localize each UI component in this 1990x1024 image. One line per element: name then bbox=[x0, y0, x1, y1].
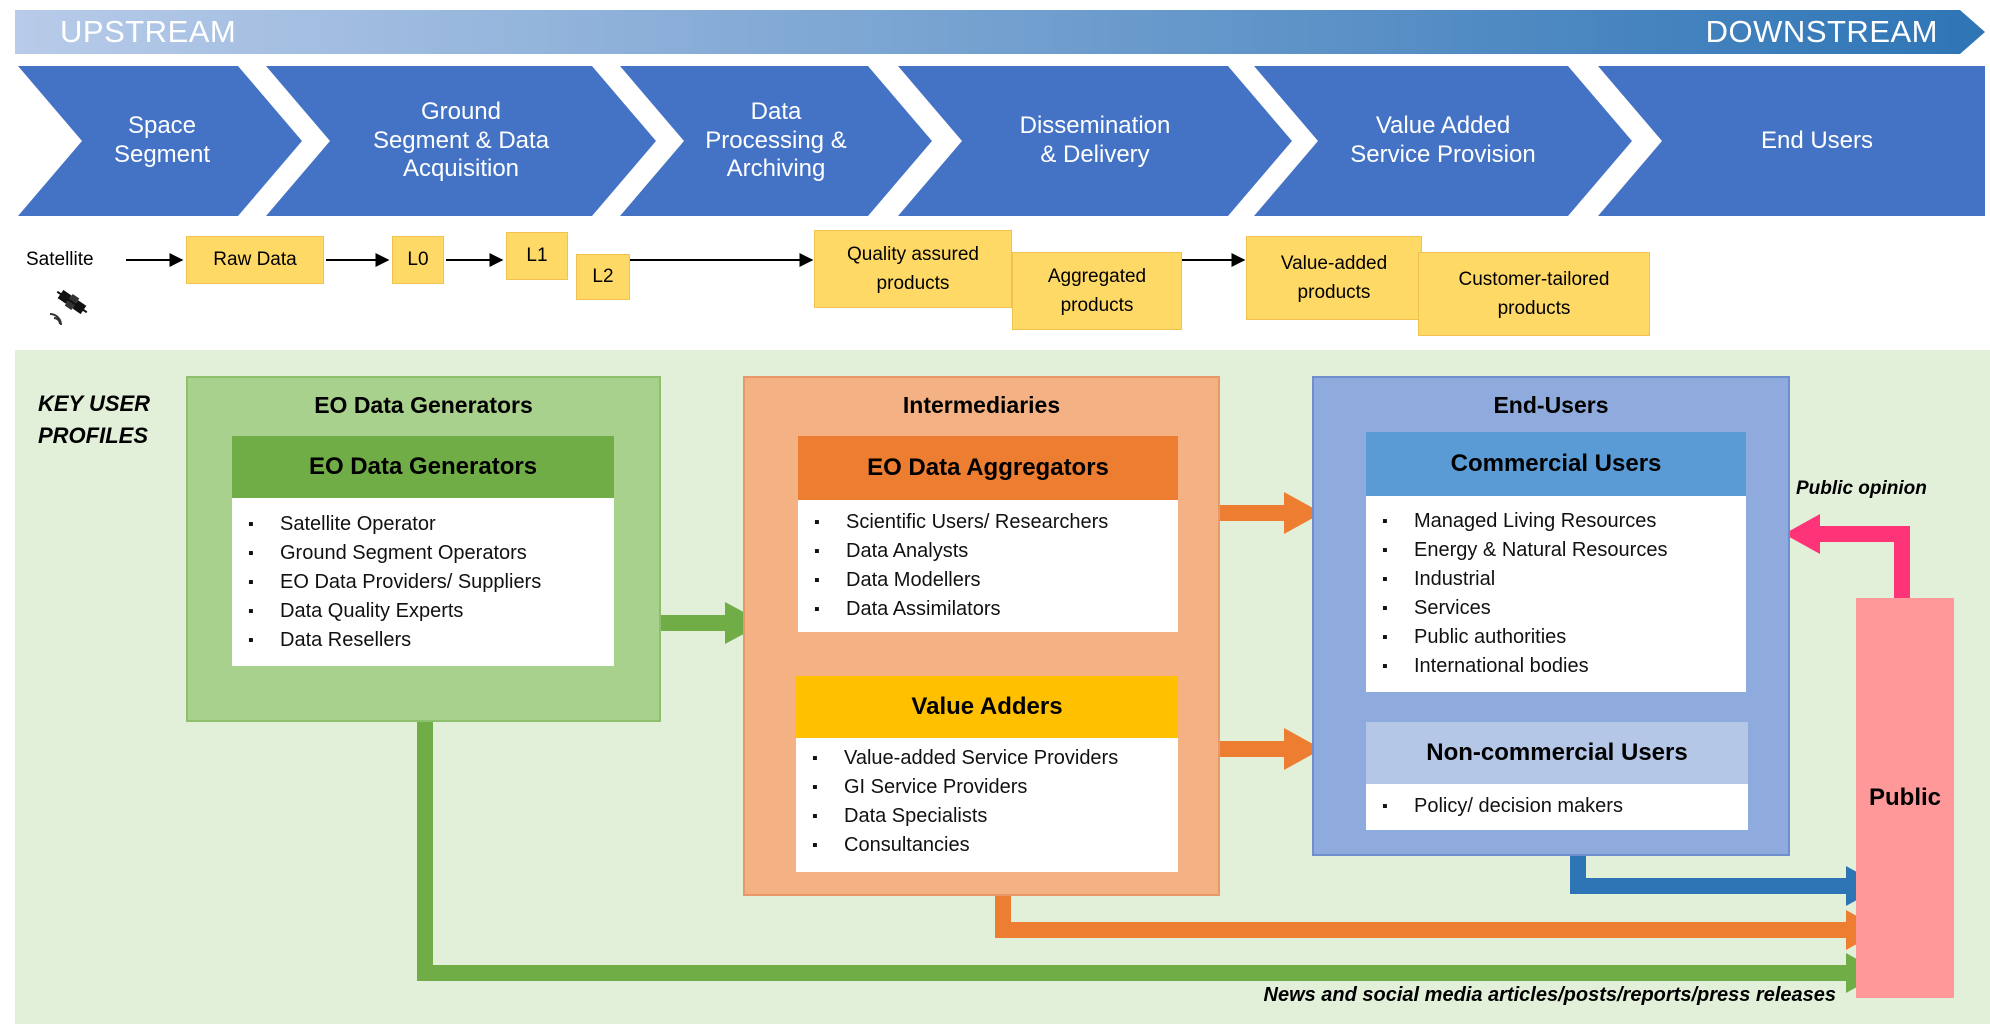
news-caption: News and social media articles/posts/rep… bbox=[1263, 984, 1837, 1006]
list-item: Managed Living Resources bbox=[1366, 507, 1746, 536]
list-item: Energy & Natural Resources bbox=[1366, 536, 1746, 565]
value-added-products-box: Value-added products bbox=[1246, 236, 1422, 320]
stage-data-processing: Data Processing & Archiving bbox=[705, 97, 847, 183]
list-item: Value-added Service Providers bbox=[796, 744, 1178, 773]
chevron-data-processing bbox=[620, 66, 932, 216]
end-users-title: End-Users bbox=[1493, 391, 1609, 418]
list-item: Data Specialists bbox=[796, 802, 1178, 831]
intermediaries-title: Intermediaries bbox=[902, 391, 1061, 418]
satellite-label: Satellite bbox=[26, 248, 94, 270]
list-item: Services bbox=[1366, 594, 1746, 623]
commercial-users-header: Commercial Users bbox=[1366, 432, 1746, 496]
list-item: Satellite Operator bbox=[232, 510, 614, 539]
stage-value-added: Value Added Service Provision bbox=[1350, 112, 1536, 168]
public-box: Public bbox=[1856, 598, 1954, 998]
list-item: Ground Segment Operators bbox=[232, 539, 614, 568]
list-item: GI Service Providers bbox=[796, 773, 1178, 802]
satellite-icon bbox=[56, 289, 88, 315]
key-user-profiles-label: KEY USER PROFILES bbox=[38, 391, 151, 448]
aggregators-list: Scientific Users/ Researchers Data Analy… bbox=[798, 508, 1178, 624]
l0-box: L0 bbox=[392, 236, 444, 284]
non-commercial-users-header: Non-commercial Users bbox=[1366, 722, 1748, 784]
list-item: Data Analysts bbox=[798, 537, 1178, 566]
list-item: Data Quality Experts bbox=[232, 597, 614, 626]
stage-end-users: End Users bbox=[1760, 126, 1874, 154]
upstream-label: UPSTREAM bbox=[60, 14, 237, 50]
list-item: International bodies bbox=[1366, 652, 1746, 681]
chevron-value-added bbox=[1254, 66, 1632, 216]
stage-ground-segment: Ground Segment & Data Acquisition bbox=[372, 97, 550, 183]
non-commercial-users-list: Policy/ decision makers bbox=[1366, 792, 1748, 821]
chevron-end-users bbox=[1598, 66, 1985, 216]
list-item: EO Data Providers/ Suppliers bbox=[232, 568, 614, 597]
eo-data-aggregators-header: EO Data Aggregators bbox=[798, 436, 1178, 500]
l1-box: L1 bbox=[506, 232, 568, 280]
list-item: Consultancies bbox=[796, 831, 1178, 860]
list-item: Data Resellers bbox=[232, 626, 614, 655]
generators-inner-header: EO Data Generators bbox=[232, 436, 614, 498]
chevron-ground-segment bbox=[266, 66, 656, 216]
quality-assured-products-box: Quality assured products bbox=[814, 230, 1012, 308]
list-item: Public authorities bbox=[1366, 623, 1746, 652]
stage-chevrons bbox=[18, 66, 1985, 216]
list-item: Data Modellers bbox=[798, 566, 1178, 595]
stage-space-segment: Space Segment bbox=[113, 112, 211, 168]
upstream-downstream-banner bbox=[15, 10, 1985, 54]
signal-waves-icon bbox=[49, 313, 62, 326]
aggregated-products-box: Aggregated products bbox=[1012, 252, 1182, 330]
list-item: Data Assimilators bbox=[798, 595, 1178, 624]
stage-dissemination: Dissemination & Delivery bbox=[1019, 112, 1171, 168]
customer-tailored-products-box: Customer-tailored products bbox=[1418, 252, 1650, 336]
l2-box: L2 bbox=[576, 254, 630, 300]
generators-list: Satellite Operator Ground Segment Operat… bbox=[232, 510, 614, 655]
chevron-space-segment bbox=[18, 66, 302, 216]
chevron-dissemination bbox=[898, 66, 1292, 216]
list-item: Scientific Users/ Researchers bbox=[798, 508, 1178, 537]
downstream-label: DOWNSTREAM bbox=[1705, 14, 1938, 50]
value-adders-list: Value-added Service Providers GI Service… bbox=[796, 744, 1178, 860]
generators-outer-title: EO Data Generators bbox=[314, 391, 533, 418]
value-adders-header: Value Adders bbox=[796, 676, 1178, 738]
raw-data-box: Raw Data bbox=[186, 236, 324, 284]
list-item: Industrial bbox=[1366, 565, 1746, 594]
public-opinion-label: Public opinion bbox=[1796, 478, 1927, 499]
commercial-users-list: Managed Living Resources Energy & Natura… bbox=[1366, 507, 1746, 681]
list-item: Policy/ decision makers bbox=[1366, 792, 1748, 821]
